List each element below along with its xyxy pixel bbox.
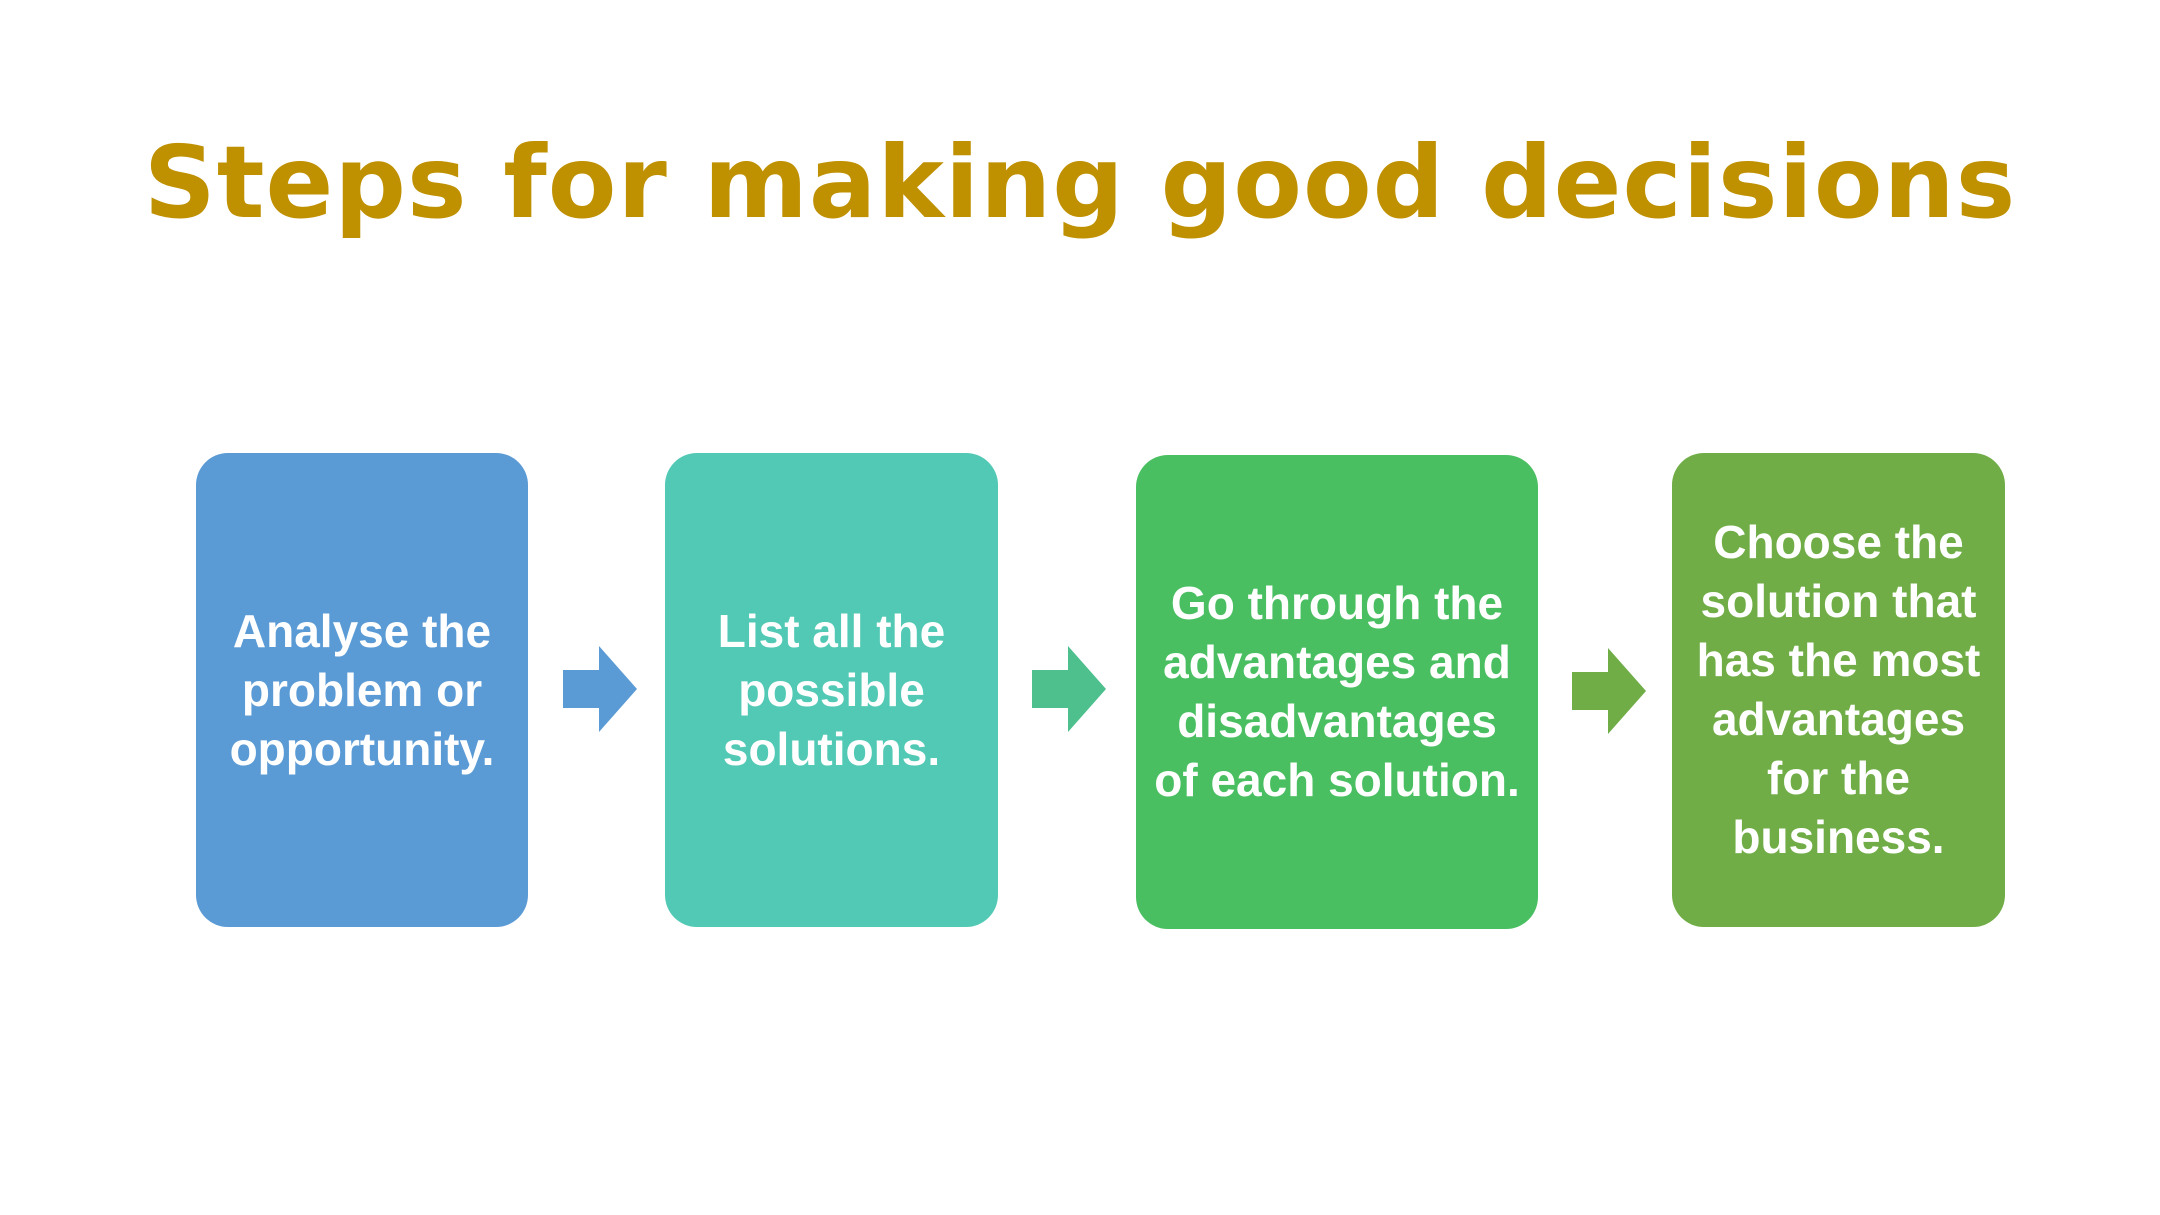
- slide-title: Steps for making good decisions: [143, 124, 2017, 241]
- right-arrow-icon: [563, 646, 637, 732]
- step-4-text: Choose the solution that has the most ad…: [1696, 516, 1981, 863]
- step-2-box: List all the possible solutions.: [665, 453, 998, 927]
- right-arrow-icon: [1032, 646, 1106, 732]
- right-arrow-icon: [1572, 648, 1646, 734]
- step-2-text: List all the possible solutions.: [717, 604, 946, 775]
- step-3-box: Go through the advantages and disadvanta…: [1136, 455, 1538, 929]
- step-4-box: Choose the solution that has the most ad…: [1672, 453, 2005, 927]
- step-1-box: Analyse the problem or opportunity.: [196, 453, 528, 927]
- step-1-text: Analyse the problem or opportunity.: [229, 604, 495, 775]
- step-3-text: Go through the advantages and disadvanta…: [1154, 577, 1520, 806]
